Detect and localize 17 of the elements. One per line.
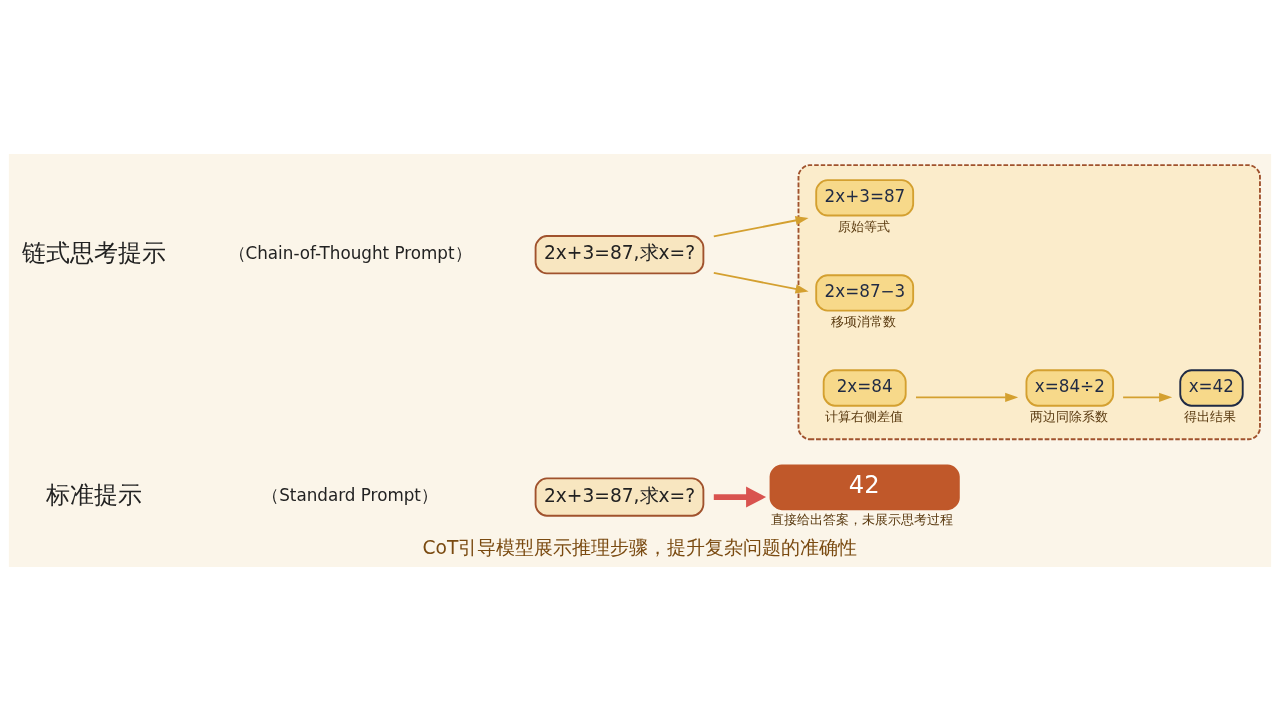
arrow bbox=[1122, 392, 1173, 402]
label: （Chain-of-Thought Prompt） bbox=[228, 242, 472, 263]
label: 链式思考提示 bbox=[21, 238, 166, 267]
arrow bbox=[713, 486, 767, 508]
node-label: 直接给出答案，未展示思考过程 bbox=[771, 511, 954, 527]
node-label: 原始等式 bbox=[837, 218, 890, 234]
cluster bbox=[797, 163, 1261, 440]
arrow bbox=[915, 392, 1019, 402]
arrow bbox=[712, 271, 809, 293]
node-label: 计算右侧差值 bbox=[824, 408, 903, 424]
label: 标准提示 bbox=[45, 480, 142, 509]
caption: CoT引导模型展示推理步骤，提升复杂问题的准确性 bbox=[422, 536, 858, 558]
node-label: 移项消常数 bbox=[831, 313, 897, 329]
label: （Standard Prompt） bbox=[262, 484, 438, 505]
node-label: 两边同除系数 bbox=[1029, 408, 1108, 424]
arrow bbox=[712, 215, 809, 237]
node-label: 得出结果 bbox=[1184, 408, 1237, 424]
